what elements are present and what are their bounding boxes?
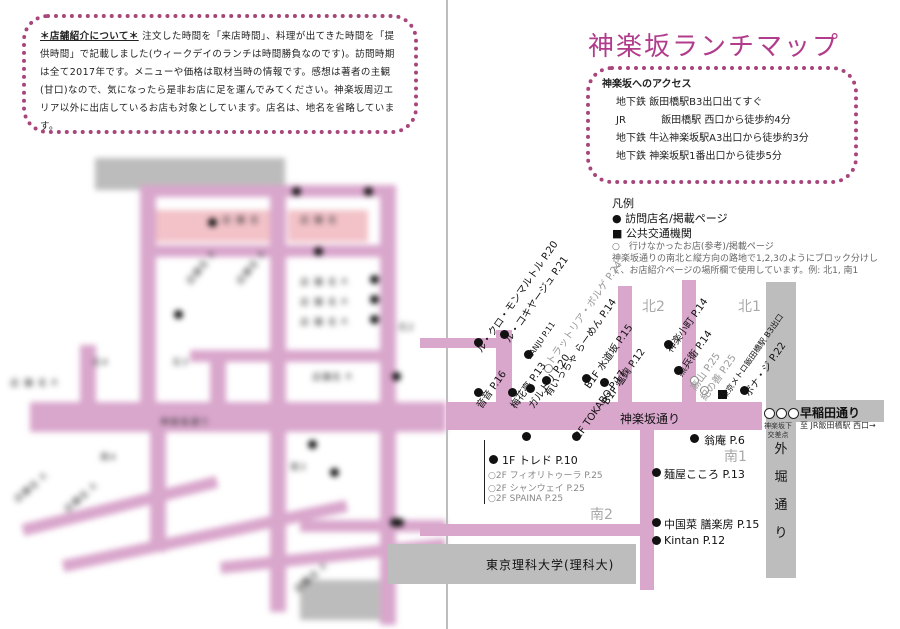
shop-label: ○2F フィオリトゥーラ P.25 bbox=[488, 471, 603, 481]
zone-south1: 南1 bbox=[724, 449, 747, 465]
shop-dot bbox=[674, 366, 683, 375]
access-line: 地下鉄 飯田橋駅B3出口出てすぐ bbox=[616, 97, 763, 108]
shop-dot bbox=[500, 330, 509, 339]
zone-north1: 北1 bbox=[738, 299, 761, 315]
transit-square-icon bbox=[718, 390, 727, 399]
shop-dot bbox=[524, 350, 533, 359]
access-heading: 神楽坂へのアクセス bbox=[602, 79, 692, 90]
shop-dot bbox=[489, 455, 498, 464]
shop-dot bbox=[542, 376, 551, 385]
access-box: 神楽坂へのアクセス 地下鉄 飯田橋駅B3出口出てすぐ JR 飯田橋駅 西口から徒… bbox=[586, 66, 858, 184]
university-block bbox=[388, 544, 636, 584]
notice-box: ＊店舗紹介について＊ 注文した時間を「来店時間」、料理が出てきた時間を「提供時間… bbox=[22, 14, 418, 134]
access-line: JR 飯田橋駅 西口から徒歩約4分 bbox=[616, 115, 791, 126]
waseda-road bbox=[796, 400, 884, 422]
shop-label: Kintan P.12 bbox=[664, 534, 726, 547]
sotobori-label: 外堀通り bbox=[774, 442, 788, 541]
page-title: 神楽坂ランチマップ bbox=[588, 32, 841, 62]
access-line: 地下鉄 牛込神楽坂駅A3出口から徒歩約3分 bbox=[616, 133, 809, 144]
alley-north-3 bbox=[682, 280, 696, 402]
alley-north-4 bbox=[420, 338, 498, 348]
station-label: 神楽坂下交差点 bbox=[764, 422, 792, 439]
shop-dot bbox=[526, 384, 535, 393]
shop-dot bbox=[474, 388, 483, 397]
access-line: 地下鉄 神楽坂駅1番出口から徒歩5分 bbox=[616, 151, 782, 162]
shop-dot bbox=[652, 468, 661, 477]
alley-south-2 bbox=[420, 524, 640, 536]
zone-north2: 北2 bbox=[642, 299, 665, 315]
shop-dot bbox=[522, 432, 531, 441]
alley-north-2 bbox=[618, 286, 632, 402]
shop-dot bbox=[582, 374, 591, 383]
page-fold-line bbox=[446, 0, 448, 629]
shop-label: 翁庵 P.6 bbox=[704, 434, 745, 447]
shop-dot bbox=[652, 536, 661, 545]
kagurazaka-label: 神楽坂通り bbox=[620, 412, 681, 426]
zone-south2: 南2 bbox=[590, 507, 613, 523]
shop-unvisited-dot bbox=[690, 376, 699, 385]
university-label: 東京理科大学(理科大) bbox=[486, 558, 615, 572]
shop-dot bbox=[572, 432, 581, 441]
shop-label: 1F トレド P.10 bbox=[502, 454, 578, 467]
blurred-map-area: 店 舗 名 店 舗 名 店 舗 名 P. 店 舗 名 P. 店 舗 名 P. 店… bbox=[0, 140, 447, 629]
legend: 凡例 ● 訪問店名/掲載ページ ■ 公共交通機関 ○ 行けなかったお店(参考)/… bbox=[612, 196, 882, 277]
shop-dot bbox=[652, 518, 661, 527]
kagurazaka-road bbox=[446, 402, 762, 430]
legend-visited: ● 訪問店名/掲載ページ bbox=[612, 212, 728, 225]
alley-north-1 bbox=[496, 330, 512, 402]
waseda-label: 早稲田通り bbox=[800, 406, 861, 420]
legend-not-visited: ○ 行けなかったお店(参考)/掲載ページ bbox=[612, 242, 774, 252]
shop-label: 麺屋こころ P.13 bbox=[664, 468, 745, 481]
notice-body: 注文した時間を「来店時間」、料理が出てきた時間を「提供時間」で記載しました(ウィ… bbox=[40, 31, 395, 132]
legend-heading: 凡例 bbox=[612, 197, 634, 210]
shop-dot bbox=[740, 386, 749, 395]
shop-unvisited-dot bbox=[700, 386, 709, 395]
alley-south-1 bbox=[640, 430, 654, 590]
shop-dot bbox=[664, 340, 673, 349]
legend-note: 神楽坂通りの南北と縦方向の路地で1,2,3のようにブロック分けして、お店紹介ペー… bbox=[612, 254, 878, 276]
shop-dot bbox=[508, 388, 517, 397]
station-circles-icon bbox=[764, 408, 799, 419]
shop-dot bbox=[474, 338, 483, 347]
shop-label: ○2F SPAINA P.25 bbox=[488, 494, 564, 504]
waseda-sub-label: 至 JR飯田橋駅 西口→ bbox=[800, 421, 876, 430]
shop-unvisited-dot bbox=[544, 364, 553, 373]
legend-transit: ■ 公共交通機関 bbox=[612, 227, 692, 240]
notice-heading: ＊店舗紹介について＊ bbox=[40, 31, 139, 42]
sotobori-road bbox=[766, 282, 796, 578]
shop-label: 中国菜 膳楽房 P.15 bbox=[664, 518, 760, 531]
shop-dot bbox=[600, 378, 609, 387]
shop-label: ○2F シャンウェイ P.25 bbox=[488, 484, 585, 494]
shop-dot bbox=[690, 434, 699, 443]
tored-bracket bbox=[484, 440, 525, 504]
